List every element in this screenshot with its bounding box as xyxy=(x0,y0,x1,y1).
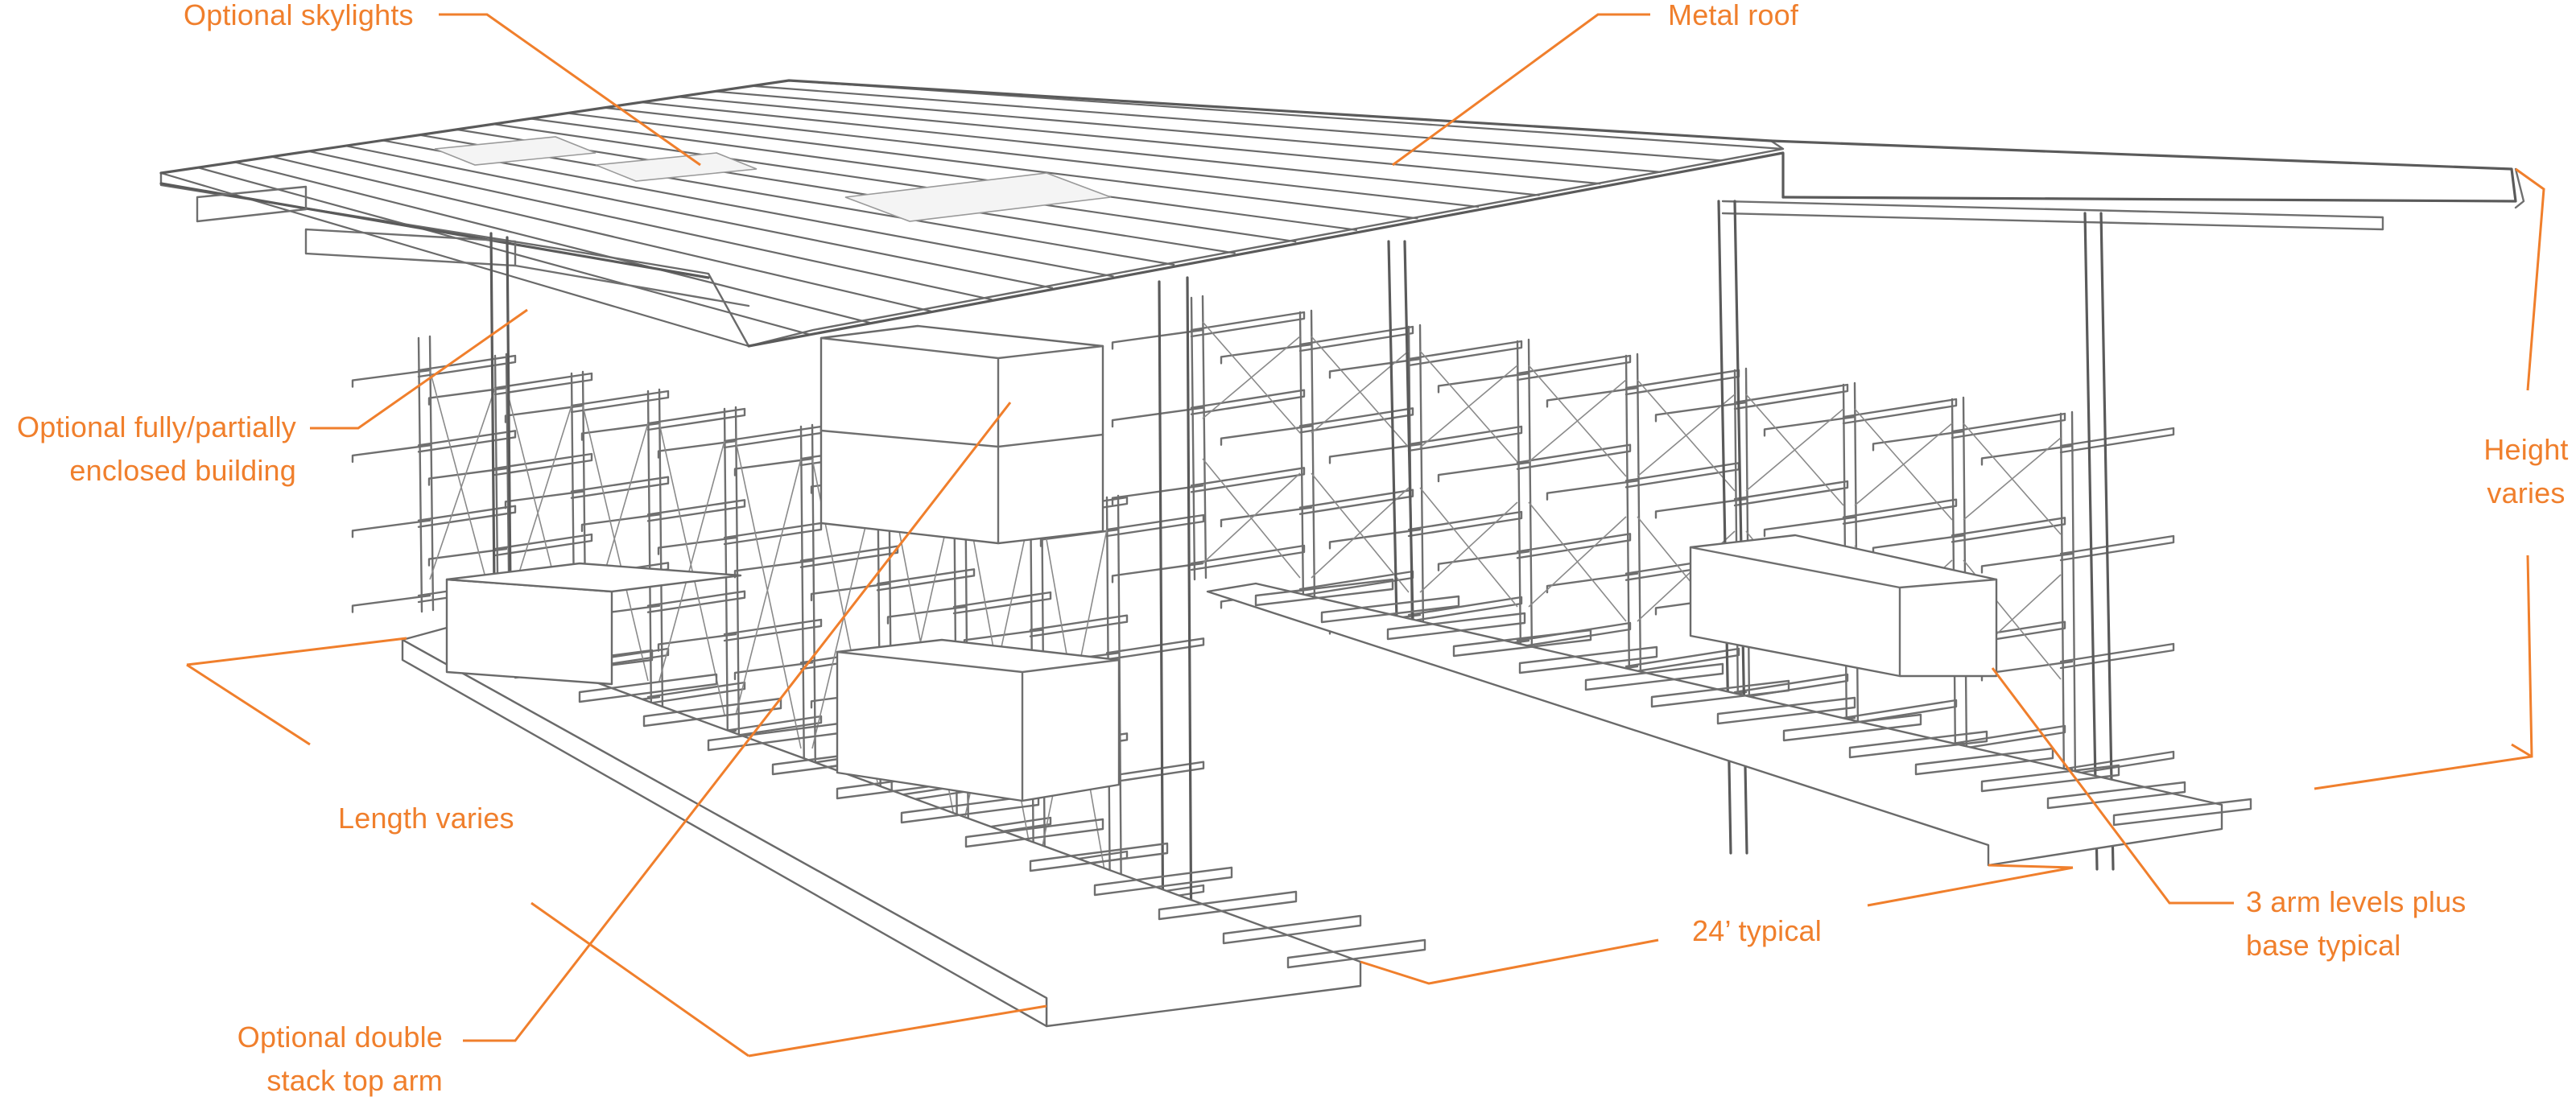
rack-base-right xyxy=(1206,578,2252,867)
label-enclosed-building-line1: Optional fully/partially xyxy=(17,410,296,443)
dimension-height xyxy=(2314,167,2545,790)
label-arm-levels: 3 arm levels plus base typical xyxy=(2246,880,2467,967)
label-metal-roof: Metal roof xyxy=(1668,0,1799,31)
leader-arm-levels xyxy=(1991,667,2234,905)
label-double-stack-line1: Optional double xyxy=(237,1021,443,1054)
leader-enclosed xyxy=(310,308,528,430)
label-enclosed-building-line2: enclosed building xyxy=(69,454,296,487)
metal-roof xyxy=(159,79,2525,348)
leader-double-stack xyxy=(463,402,1012,1042)
label-height-varies-line2: varies xyxy=(2487,476,2566,509)
label-height-varies-line1: Height xyxy=(2483,433,2569,466)
label-enclosed-building: Optional fully/partially enclosed buildi… xyxy=(0,406,296,493)
stored-bundles xyxy=(445,324,1998,802)
label-length-varies: Length varies xyxy=(338,802,514,835)
label-optional-skylights: Optional skylights xyxy=(184,0,414,31)
dimension-width xyxy=(1360,864,2074,985)
label-arm-levels-line2: base typical xyxy=(2246,929,2401,962)
label-height-varies: Height varies xyxy=(2476,428,2576,515)
leader-lines xyxy=(186,13,2545,1058)
label-double-stack-line2: stack top arm xyxy=(266,1064,443,1097)
skylights xyxy=(434,136,1112,222)
label-double-stack: Optional double stack top arm xyxy=(161,1016,443,1101)
label-24-typical: 24’ typical xyxy=(1692,914,1822,947)
leader-metal-roof xyxy=(1392,13,1650,167)
label-arm-levels-line1: 3 arm levels plus xyxy=(2246,885,2467,918)
leader-skylights xyxy=(439,13,701,167)
dimension-length xyxy=(186,637,1047,1058)
rack-base-left xyxy=(401,625,1426,1028)
